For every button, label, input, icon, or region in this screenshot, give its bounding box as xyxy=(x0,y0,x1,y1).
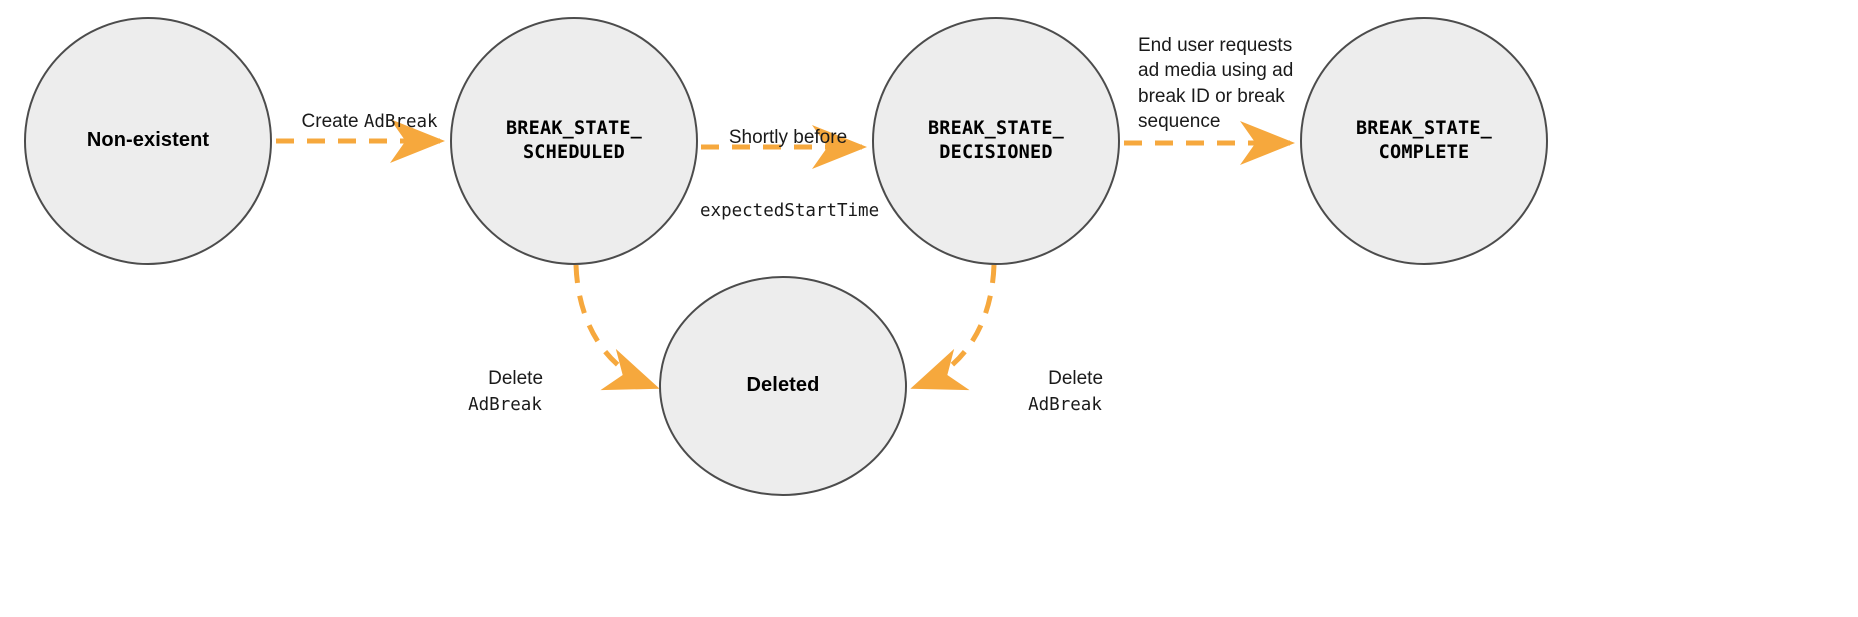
edge-label-text-mono: AdBreak xyxy=(468,394,542,415)
state-node-label-line1: BREAK_STATE_ xyxy=(927,118,1065,140)
edge-label-text-mono: expectedStartTime xyxy=(700,201,880,222)
edge-label-end-user-requests: End user requests ad media using ad brea… xyxy=(1138,35,1294,132)
edge-label-text-mono: AdBreak xyxy=(1028,394,1102,415)
state-node-label: Deleted xyxy=(746,374,820,397)
edge-label-create-adbreak: Create AdBreak xyxy=(276,84,442,160)
state-node-break-state-scheduled[interactable]: BREAK_STATE_ SCHEDULED xyxy=(450,17,698,265)
state-node-label-line1: BREAK_STATE_ xyxy=(1355,118,1493,140)
edge-label-text-sans: Delete xyxy=(488,368,549,390)
edge-label-delete-adbreak-decisioned: Delete AdBreak xyxy=(992,341,1138,442)
state-node-deleted[interactable]: Deleted xyxy=(659,276,907,496)
edge-label-text-mono: AdBreak xyxy=(363,112,438,133)
state-node-label: Non-existent xyxy=(86,129,210,152)
state-node-non-existent[interactable]: Non-existent xyxy=(24,17,272,265)
edge-label-text-sans: Delete xyxy=(1048,368,1109,390)
state-node-label-group: BREAK_STATE_ SCHEDULED xyxy=(506,117,642,164)
edge-label-shortly-before: Shortly before expectedStartTime xyxy=(700,74,880,274)
edge-delete-adbreak-decisioned xyxy=(910,264,997,391)
state-node-label-line1: BREAK_STATE_ xyxy=(505,118,643,140)
state-node-break-state-decisioned[interactable]: BREAK_STATE_ DECISIONED xyxy=(872,17,1120,265)
state-node-label-line2: DECISIONED xyxy=(939,142,1053,163)
state-node-label-line2: COMPLETE xyxy=(1378,142,1470,163)
state-node-label-line2: SCHEDULED xyxy=(522,142,626,163)
edge-delete-adbreak-scheduled xyxy=(573,264,660,391)
state-node-label-group: BREAK_STATE_ COMPLETE xyxy=(1356,117,1492,164)
edge-label-text-sans: Create xyxy=(301,111,364,133)
edge-label-delete-adbreak-scheduled: Delete AdBreak xyxy=(432,341,578,442)
edge-label-text-sans: Shortly before xyxy=(728,126,848,148)
state-node-break-state-complete[interactable]: BREAK_STATE_ COMPLETE xyxy=(1300,17,1548,265)
state-node-label-group: BREAK_STATE_ DECISIONED xyxy=(928,117,1064,164)
